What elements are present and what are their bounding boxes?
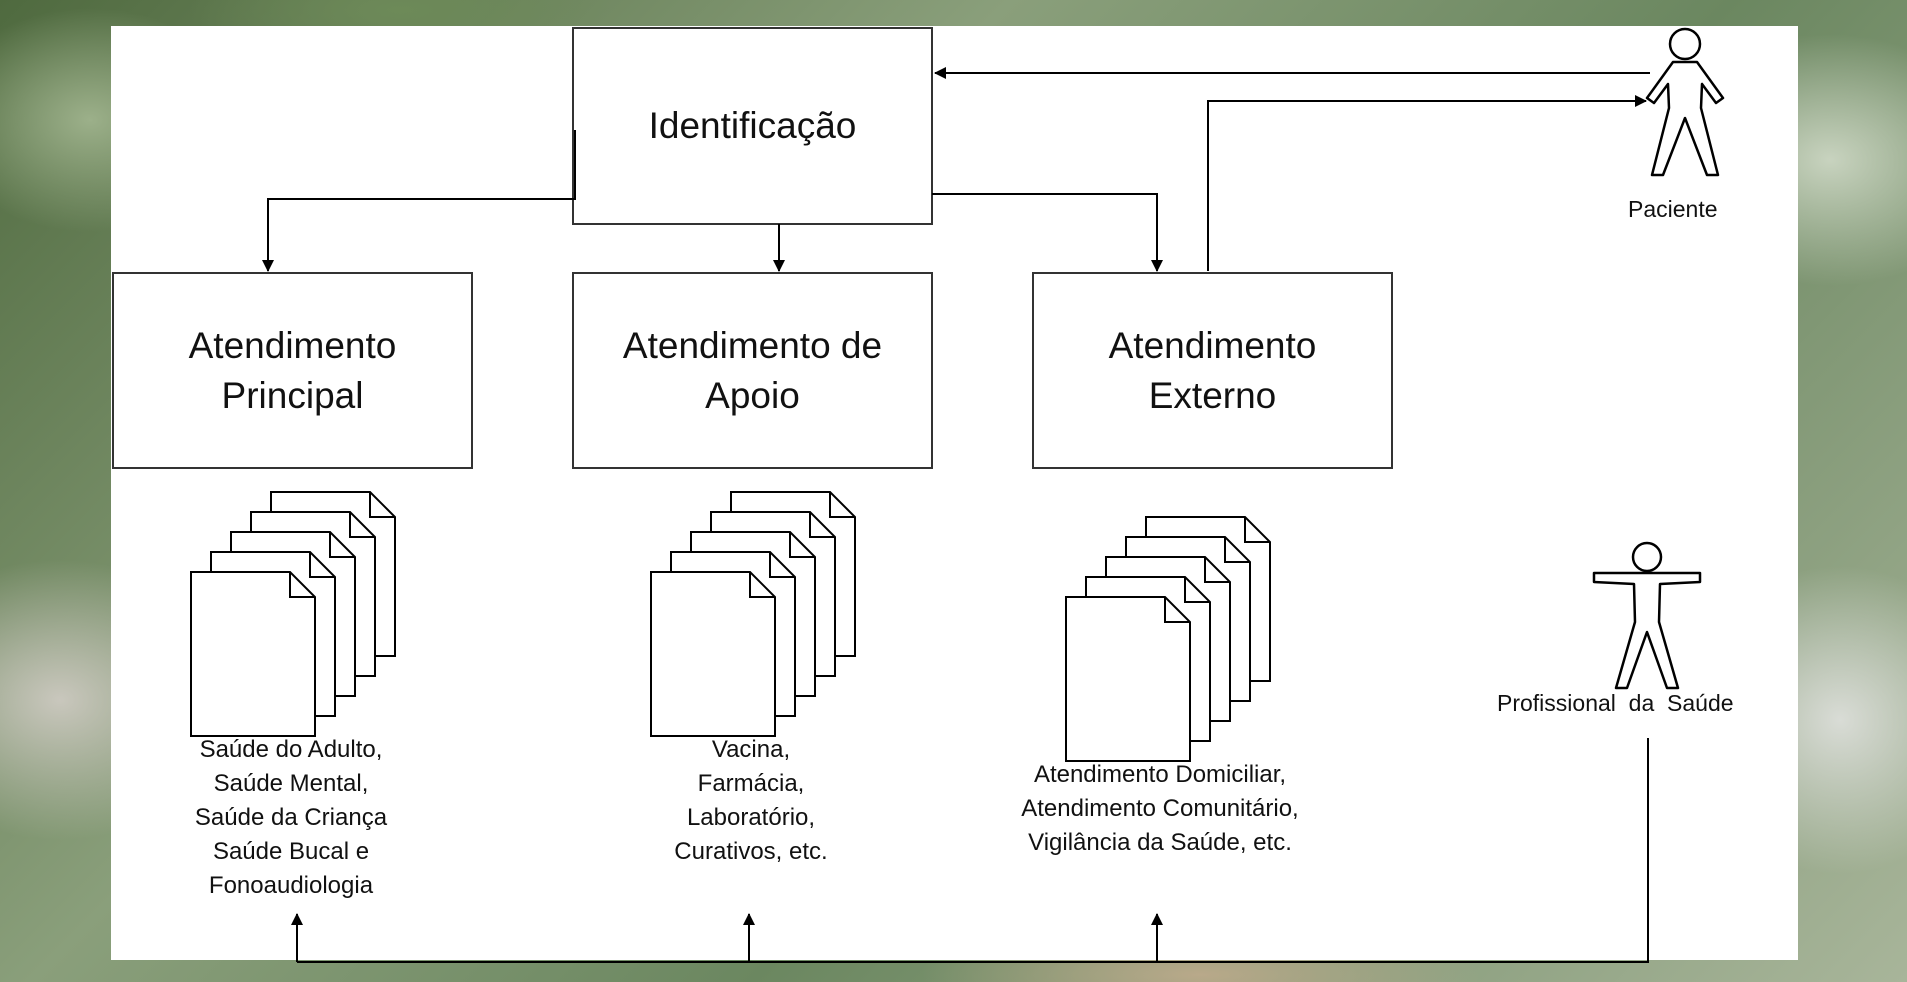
caption-principal: Saúde do Adulto, Saúde Mental, Saúde da … <box>194 736 388 899</box>
caption-externo: Atendimento Domiciliar, Atendimento Comu… <box>1021 761 1299 856</box>
paciente-label: Paciente <box>1628 196 1718 222</box>
box-atendimento-principal <box>112 272 473 469</box>
paciente-actor-icon <box>1645 27 1725 177</box>
arrow-to-principal <box>262 130 576 272</box>
arrow-to-externo <box>932 193 1163 272</box>
box-identificacao <box>572 27 933 225</box>
arrow-externo-to-paciente <box>1207 95 1647 271</box>
documents-icon-externo <box>1065 516 1271 762</box>
diagram-panel <box>111 26 1798 960</box>
box-atendimento-apoio <box>572 272 933 469</box>
profissional-actor-icon <box>1592 541 1702 690</box>
atendimento-principal-label: Atendimento Principal <box>188 324 397 416</box>
atendimento-apoio-label: Atendimento de Apoio <box>622 324 883 416</box>
box-atendimento-externo <box>1032 272 1393 469</box>
identificacao-label: Identificação <box>648 105 857 146</box>
caption-apoio: Vacina, Farmácia, Laboratório, Curativos… <box>674 736 828 865</box>
profissional-label: Profissional da Saúde <box>1497 690 1734 716</box>
documents-icon-apoio <box>650 491 856 737</box>
documents-icon-principal <box>190 491 396 737</box>
atendimento-externo-label: Atendimento Externo <box>1108 324 1317 416</box>
line-profissional-bus <box>297 738 1649 963</box>
